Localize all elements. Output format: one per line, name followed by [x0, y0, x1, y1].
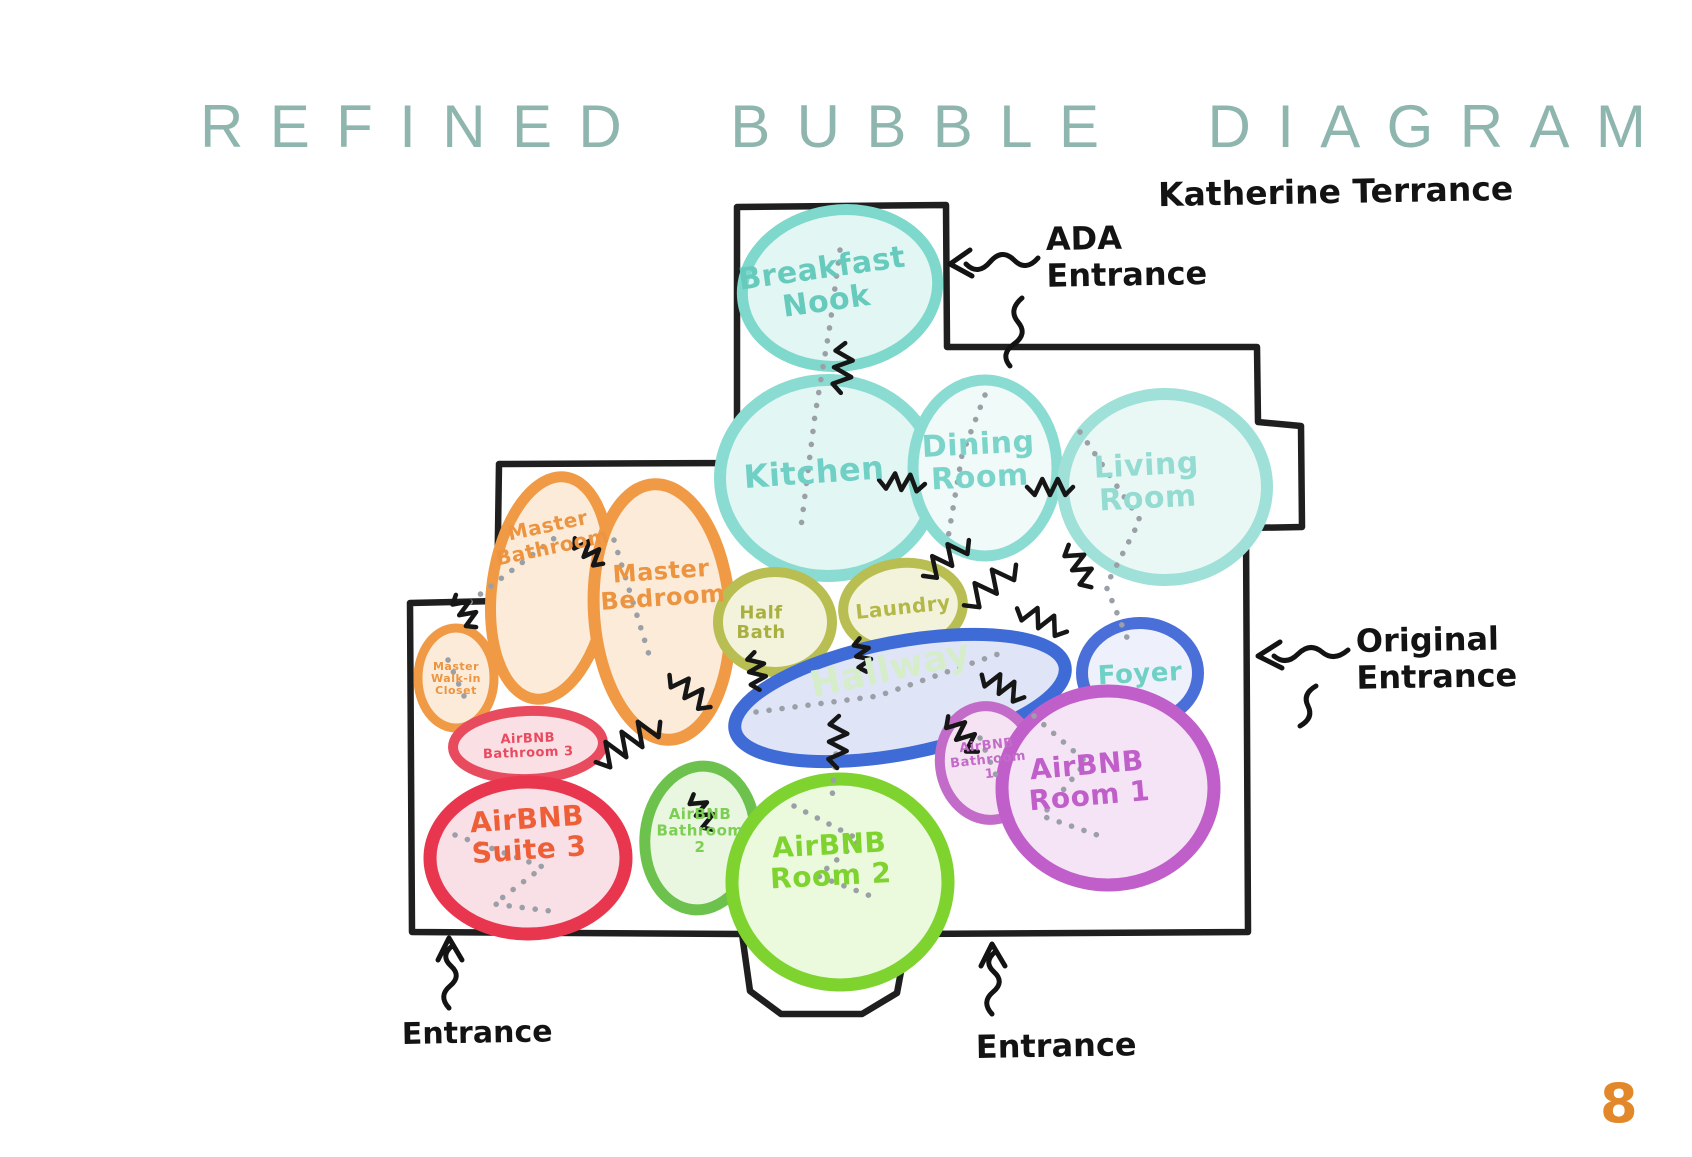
- room-label-airbnb-bathroom-3: AirBNBBathroom 3: [482, 730, 574, 762]
- adjacency-squiggle-icon: [593, 719, 663, 770]
- connection-dots: [945, 392, 988, 541]
- entrance-bottom-arrow-icon: [978, 941, 1008, 1017]
- connection-dots: [791, 803, 879, 901]
- connection-dots: [1077, 429, 1144, 643]
- adjacency-squiggle-icon: [961, 562, 1019, 610]
- room-label-foyer: Foyer: [1097, 657, 1183, 691]
- adjacency-squiggle-icon: [571, 536, 606, 568]
- adjacency-squiggle-icon: [1024, 476, 1076, 498]
- annotation-ada-entrance: ADAEntrance: [1045, 217, 1207, 295]
- connection-dots: [611, 537, 653, 661]
- connection-dots: [977, 735, 1001, 783]
- annotation-entrance-left: Entrance: [402, 1014, 553, 1052]
- original-entrance-squiggle-icon: [1297, 683, 1319, 729]
- page-number: 8: [1600, 1072, 1638, 1135]
- room-label-living-room: LivingRoom: [1093, 445, 1201, 518]
- room-bubble-dining-room: [907, 374, 1063, 562]
- adjacency-squiggle-icon: [920, 537, 972, 581]
- connection-dots: [1031, 713, 1109, 841]
- room-label-master-bedroom: MasterBedroom: [598, 553, 727, 616]
- adjacency-squiggle-icon: [876, 471, 928, 494]
- connection-dots: [829, 751, 839, 801]
- room-bubble-half-bath: [713, 567, 837, 677]
- annotation-original-entrance: OriginalEntrance: [1355, 619, 1517, 697]
- adjacency-squiggle-icon: [1062, 542, 1094, 590]
- adjacency-squiggle-icon: [943, 714, 981, 754]
- page-title: REFINED BUBBLE DIAGRAM: [200, 93, 1673, 160]
- room-bubble-airbnb-room-2: [725, 772, 955, 992]
- adjacency-squiggle-icon: [450, 592, 479, 630]
- adjacency-squiggle-icon: [830, 340, 855, 396]
- original-entrance-arrow-icon: [1255, 639, 1351, 671]
- room-bubble-breakfast-nook: [736, 204, 944, 372]
- room-bubble-master-walkin-closet: [413, 623, 499, 733]
- adjacency-squiggle-icon: [1014, 605, 1070, 639]
- room-label-dining-room: DiningRoom: [921, 424, 1037, 498]
- adjacency-squiggle-icon: [826, 713, 850, 771]
- connection-dots: [467, 534, 559, 605]
- entrance-left-arrow-icon: [435, 935, 465, 1011]
- annotation-entrance-bottom: Entrance: [975, 1025, 1136, 1066]
- adjacency-squiggle-icon: [851, 636, 874, 674]
- room-label-airbnb-room-1: AirBNBRoom 1: [1025, 743, 1152, 817]
- room-bubble-airbnb-suite-3: [423, 775, 633, 941]
- adjacency-squiggle-icon: [745, 649, 769, 693]
- room-label-airbnb-room-2: AirBNBRoom 2: [768, 825, 893, 895]
- adjacency-squiggle-icon: [687, 792, 716, 832]
- connection-dots: [753, 649, 1007, 715]
- ada-entrance-squiggle-icon: [1003, 295, 1025, 369]
- adjacency-squiggle-icon: [979, 672, 1027, 704]
- room-bubble-airbnb-room-1: [995, 684, 1221, 892]
- room-label-airbnb-suite-3: AirBNBSuite 3: [469, 798, 588, 870]
- adjacency-squiggle-icon: [667, 672, 713, 712]
- connection-dots: [797, 247, 843, 538]
- ada-entrance-arrow-icon: [947, 247, 1041, 279]
